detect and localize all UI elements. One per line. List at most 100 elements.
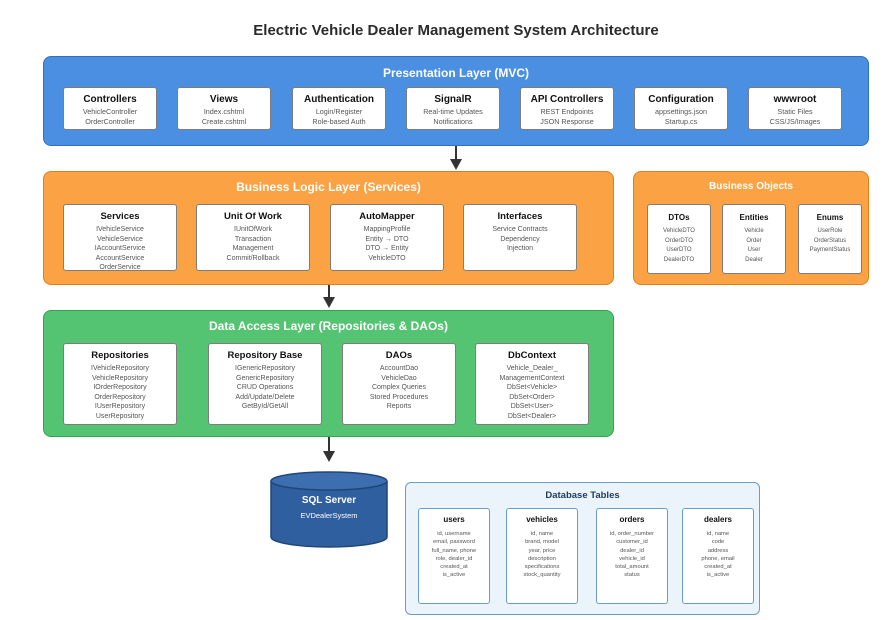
box-title: DbContext	[507, 350, 557, 361]
box-title: Authentication	[304, 94, 374, 105]
table-column: created_at	[704, 564, 732, 571]
box-line: Create.cshtml	[201, 117, 247, 126]
table-vehicles: vehicles id, name brand, model year, pri…	[506, 508, 578, 604]
box-title: wwwroot	[773, 94, 817, 105]
box-line: JSON Response	[540, 117, 594, 126]
database-tables-title: Database Tables	[545, 490, 620, 501]
box-line: Injection	[506, 245, 534, 252]
box-line: UserDTO	[666, 247, 692, 254]
box-line: GenericRepository	[236, 374, 294, 382]
table-column: id, name	[530, 531, 554, 537]
business-objects-title: Business Objects	[709, 181, 793, 192]
table-users: users id, username email, password full_…	[418, 508, 490, 604]
box-line: Notifications	[433, 117, 473, 126]
box-line: IUserRepository	[94, 403, 146, 410]
box-line: Entity → DTO	[365, 235, 409, 243]
box-line: Role-based Auth	[312, 117, 366, 126]
box-line: OrderStatus	[813, 237, 847, 244]
sql-server-subtitle: EVDealerSystem	[300, 511, 358, 520]
box-line: Order	[746, 237, 762, 244]
table-title: users	[443, 515, 465, 524]
table-column: specifications	[524, 564, 560, 571]
presentation-box-configuration: Configuration appsettings.json Startup.c…	[634, 87, 728, 130]
box-line: PaymentStatus	[809, 247, 851, 254]
box-line: DbSet<User>	[510, 403, 554, 410]
table-column: vehicle_id	[619, 555, 645, 562]
box-title: Interfaces	[497, 211, 543, 222]
box-title: Repositories	[91, 350, 149, 361]
box-title: DAOs	[385, 350, 413, 361]
presentation-box-authentication: Authentication Login/Register Role-based…	[292, 87, 386, 130]
box-line: Index.cshtml	[203, 107, 245, 116]
table-column: customer_id	[616, 539, 648, 546]
data-access-layer-title: Data Access Layer (Repositories & DAOs)	[209, 319, 448, 333]
data-access-layer: Data Access Layer (Repositories & DAOs) …	[43, 310, 614, 437]
table-column: is_active	[442, 572, 466, 579]
objects-box-enums: Enums UserRole OrderStatus PaymentStatus	[798, 204, 862, 274]
database-tables-panel: Database Tables users id, username email…	[405, 482, 760, 615]
data-box-repository-base: Repository Base IGenericRepository Gener…	[208, 343, 322, 425]
box-line: MappingProfile	[363, 226, 411, 233]
box-line: Reports	[386, 403, 412, 410]
box-line: VehicleService	[97, 235, 143, 243]
box-line: OrderDTO	[665, 237, 693, 244]
box-title: Unit Of Work	[224, 211, 282, 222]
table-column: is_active	[706, 572, 730, 579]
diagram-title: Electric Vehicle Dealer Management Syste…	[253, 22, 659, 39]
box-line: CRUD Operations	[236, 384, 294, 391]
box-line: Transaction	[234, 235, 272, 243]
box-title: Services	[100, 211, 140, 222]
box-title: API Controllers	[530, 94, 604, 105]
table-column: email, password	[433, 539, 475, 546]
table-column: full_name, phone	[431, 547, 477, 554]
table-column: description	[527, 555, 557, 562]
table-column: id, name	[706, 531, 730, 537]
box-line: IGenericRepository	[235, 365, 295, 372]
box-line: Commit/Rollback	[226, 254, 280, 262]
box-title: Repository Base	[227, 350, 303, 361]
box-line: VehicleDTO	[663, 228, 695, 234]
box-line: VehicleRepository	[91, 374, 149, 382]
data-box-repositories: Repositories IVehicleRepository VehicleR…	[63, 343, 177, 425]
objects-box-dtos: DTOs VehicleDTO OrderDTO UserDTO DealerD…	[647, 204, 711, 274]
table-column: role, dealer_id	[435, 555, 473, 562]
table-column: year, price	[528, 547, 556, 554]
box-title: SignalR	[434, 94, 472, 105]
table-title: orders	[619, 515, 645, 524]
presentation-box-wwwroot: wwwroot Static Files CSS/JS/Images	[748, 87, 842, 130]
box-line: CSS/JS/Images	[769, 117, 821, 126]
database-cylinder-icon	[270, 471, 388, 548]
box-title: AutoMapper	[359, 211, 415, 222]
box-line: OrderController	[85, 117, 135, 126]
box-line: IVehicleService	[96, 226, 144, 233]
sql-server-database: SQL Server EVDealerSystem	[270, 471, 388, 549]
business-logic-layer: Business Logic Layer (Services) Services…	[43, 171, 614, 285]
box-line: User	[747, 247, 761, 254]
table-dealers: dealers id, name code address phone, ema…	[682, 508, 754, 604]
box-line: AccountService	[95, 254, 145, 262]
box-line: DbSet<Order>	[509, 393, 555, 401]
table-column: brand, model	[525, 539, 559, 546]
presentation-box-signalr: SignalR Real-time Updates Notifications	[406, 87, 500, 130]
box-line: Startup.cs	[664, 117, 698, 126]
table-column: address	[707, 547, 729, 554]
data-box-dbcontext: DbContext Vehicle_Dealer_ ManagementCont…	[475, 343, 589, 425]
objects-box-entities: Entities Vehicle Order User Dealer	[722, 204, 786, 274]
table-column: phone, email	[701, 555, 735, 562]
arrow-business-to-data	[328, 285, 330, 298]
box-title: Enums	[816, 213, 844, 222]
arrow-head	[450, 159, 462, 170]
box-line: Vehicle	[744, 228, 764, 234]
table-column: status	[624, 572, 640, 579]
arrow-data-to-sql	[328, 437, 330, 452]
table-column: id, order_number	[609, 531, 655, 537]
business-box-services: Services IVehicleService VehicleService …	[63, 204, 177, 271]
table-column: dealer_id	[620, 547, 644, 554]
box-line: VehicleDao	[381, 374, 417, 382]
box-line: UserRole	[817, 228, 843, 234]
box-line: VehicleDTO	[368, 254, 406, 262]
box-title: Views	[209, 94, 239, 105]
box-line: DealerDTO	[663, 256, 695, 263]
box-line: Dependency	[500, 235, 540, 243]
box-title: Configuration	[648, 94, 714, 105]
